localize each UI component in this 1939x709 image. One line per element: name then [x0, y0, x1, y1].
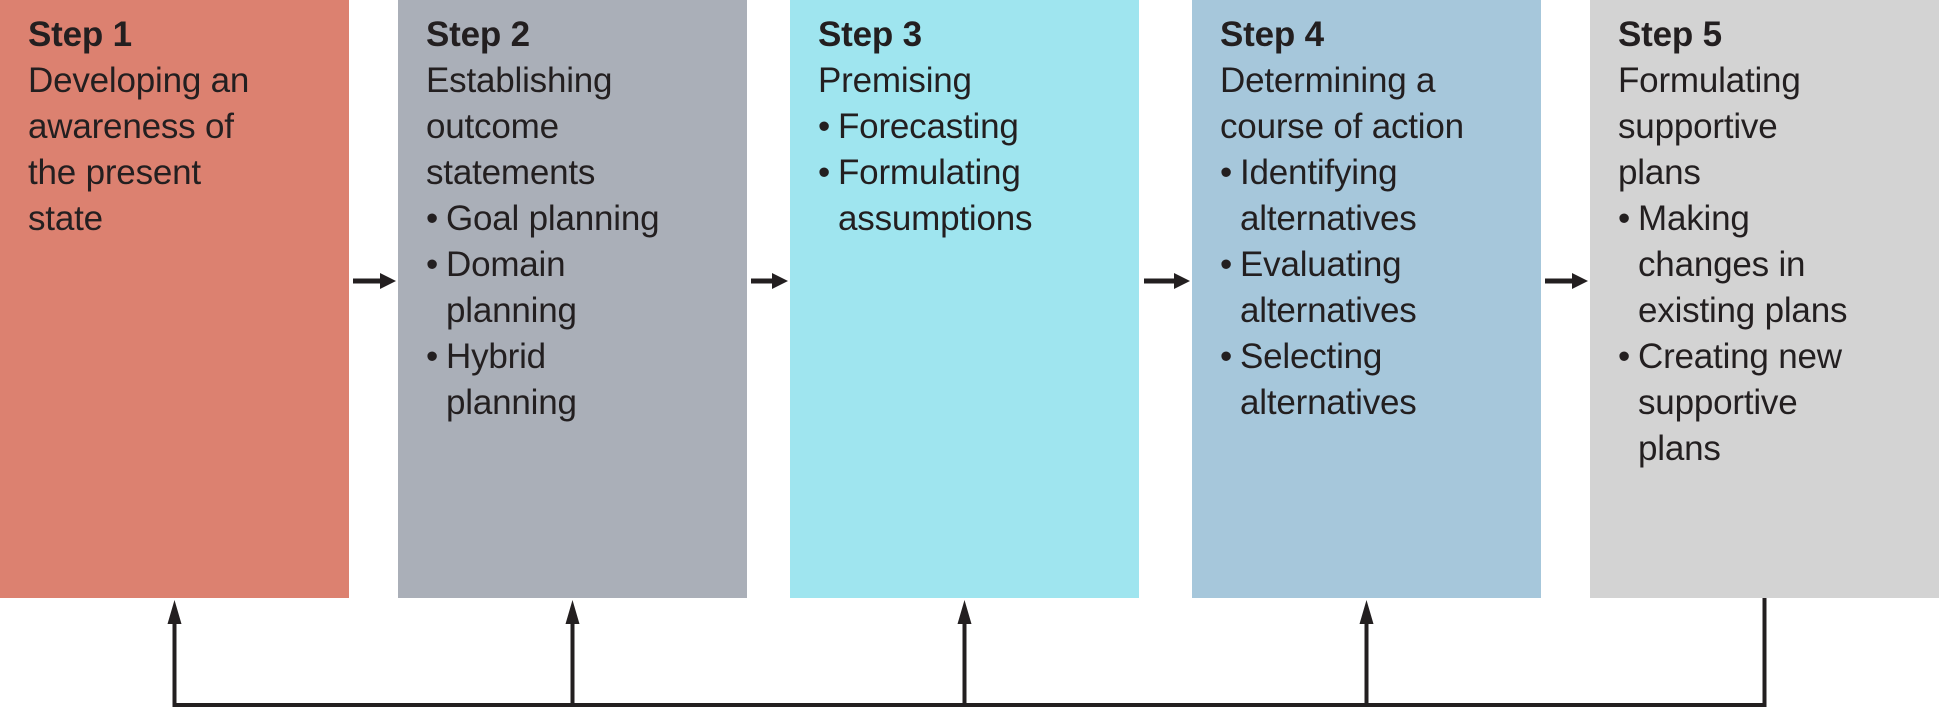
step-5-bullet-item: • Making changes in existing plans — [1618, 196, 1933, 334]
bullet-icon: • — [1220, 153, 1233, 192]
bullet-icon: • — [1618, 337, 1631, 376]
step-2-bullet-text: Hybrid planning — [446, 337, 577, 422]
step-5-title: Step 5 — [1618, 15, 1722, 54]
step-5-bullet-item: • Creating new supportive plans — [1618, 334, 1933, 472]
step-5-description: Formulating supportive plans — [1618, 61, 1801, 192]
step-4-bullet-text: Identifying alternatives — [1240, 153, 1417, 238]
step-3-bullet-text: Forecasting — [838, 107, 1019, 146]
feedback-arrowhead-step4-icon — [1359, 600, 1374, 624]
step-4-bullet-item: • Identifying alternatives — [1220, 150, 1535, 242]
step-4-bullet-item: • Evaluating alternatives — [1220, 242, 1535, 334]
step-3-title: Step 3 — [818, 15, 922, 54]
step-1-title: Step 1 — [28, 15, 132, 54]
feedback-arrowhead-step3-icon — [957, 600, 972, 624]
bullet-icon: • — [426, 245, 439, 284]
step-4-bullet-text: Evaluating alternatives — [1240, 245, 1417, 330]
step-2-bullet-text: Goal planning — [446, 199, 660, 238]
bullet-icon: • — [426, 199, 439, 238]
step-4-description: Determining a course of action — [1220, 61, 1464, 146]
step-4-title: Step 4 — [1220, 15, 1324, 54]
step-2-bullet-item: • Domain planning — [426, 242, 741, 334]
step-3-bullet-item: • Forecasting — [818, 104, 1133, 150]
step-3-description: Premising — [818, 61, 972, 100]
step-5-bullet-text: Making changes in existing plans — [1638, 199, 1848, 330]
feedback-arrowhead-step2-icon — [565, 600, 580, 624]
step-4-box: Step 4 Determining a course of action • … — [1192, 0, 1541, 598]
step-4-bullet-text: Selecting alternatives — [1240, 337, 1417, 422]
step-2-description: Establishing outcome statements — [426, 61, 613, 192]
step-2-bullet-text: Domain planning — [446, 245, 577, 330]
step-5-box: Step 5 Formulating supportive plans • Ma… — [1590, 0, 1939, 598]
step-1-description: Developing an awareness of the present s… — [28, 61, 250, 238]
step-2-title: Step 2 — [426, 15, 530, 54]
step-2-bullet-item: • Hybrid planning — [426, 334, 741, 426]
step-4-bullet-item: • Selecting alternatives — [1220, 334, 1535, 426]
bullet-icon: • — [818, 107, 831, 146]
bullet-icon: • — [1618, 199, 1631, 238]
feedback-arrowhead-step1-icon — [167, 600, 182, 624]
step-1-box: Step 1 Developing an awareness of the pr… — [0, 0, 349, 598]
connector-arrowhead-3-4-icon — [1174, 273, 1190, 289]
step-3-box: Step 3 Premising • Forecasting • Formula… — [790, 0, 1139, 598]
feedback-line — [172, 598, 1767, 707]
step-2-box: Step 2 Establishing outcome statements •… — [398, 0, 747, 598]
connector-arrowhead-2-3-icon — [772, 273, 788, 289]
bullet-icon: • — [1220, 245, 1233, 284]
step-3-bullet-item: • Formulating assumptions — [818, 150, 1133, 242]
bullet-icon: • — [426, 337, 439, 376]
bullet-icon: • — [1220, 337, 1233, 376]
step-3-bullet-text: Formulating assumptions — [838, 153, 1033, 238]
connector-arrowhead-1-2-icon — [380, 273, 396, 289]
connector-arrowhead-4-5-icon — [1572, 273, 1588, 289]
step-5-bullet-text: Creating new supportive plans — [1638, 337, 1842, 468]
bullet-icon: • — [818, 153, 831, 192]
step-2-bullet-item: • Goal planning — [426, 196, 741, 242]
